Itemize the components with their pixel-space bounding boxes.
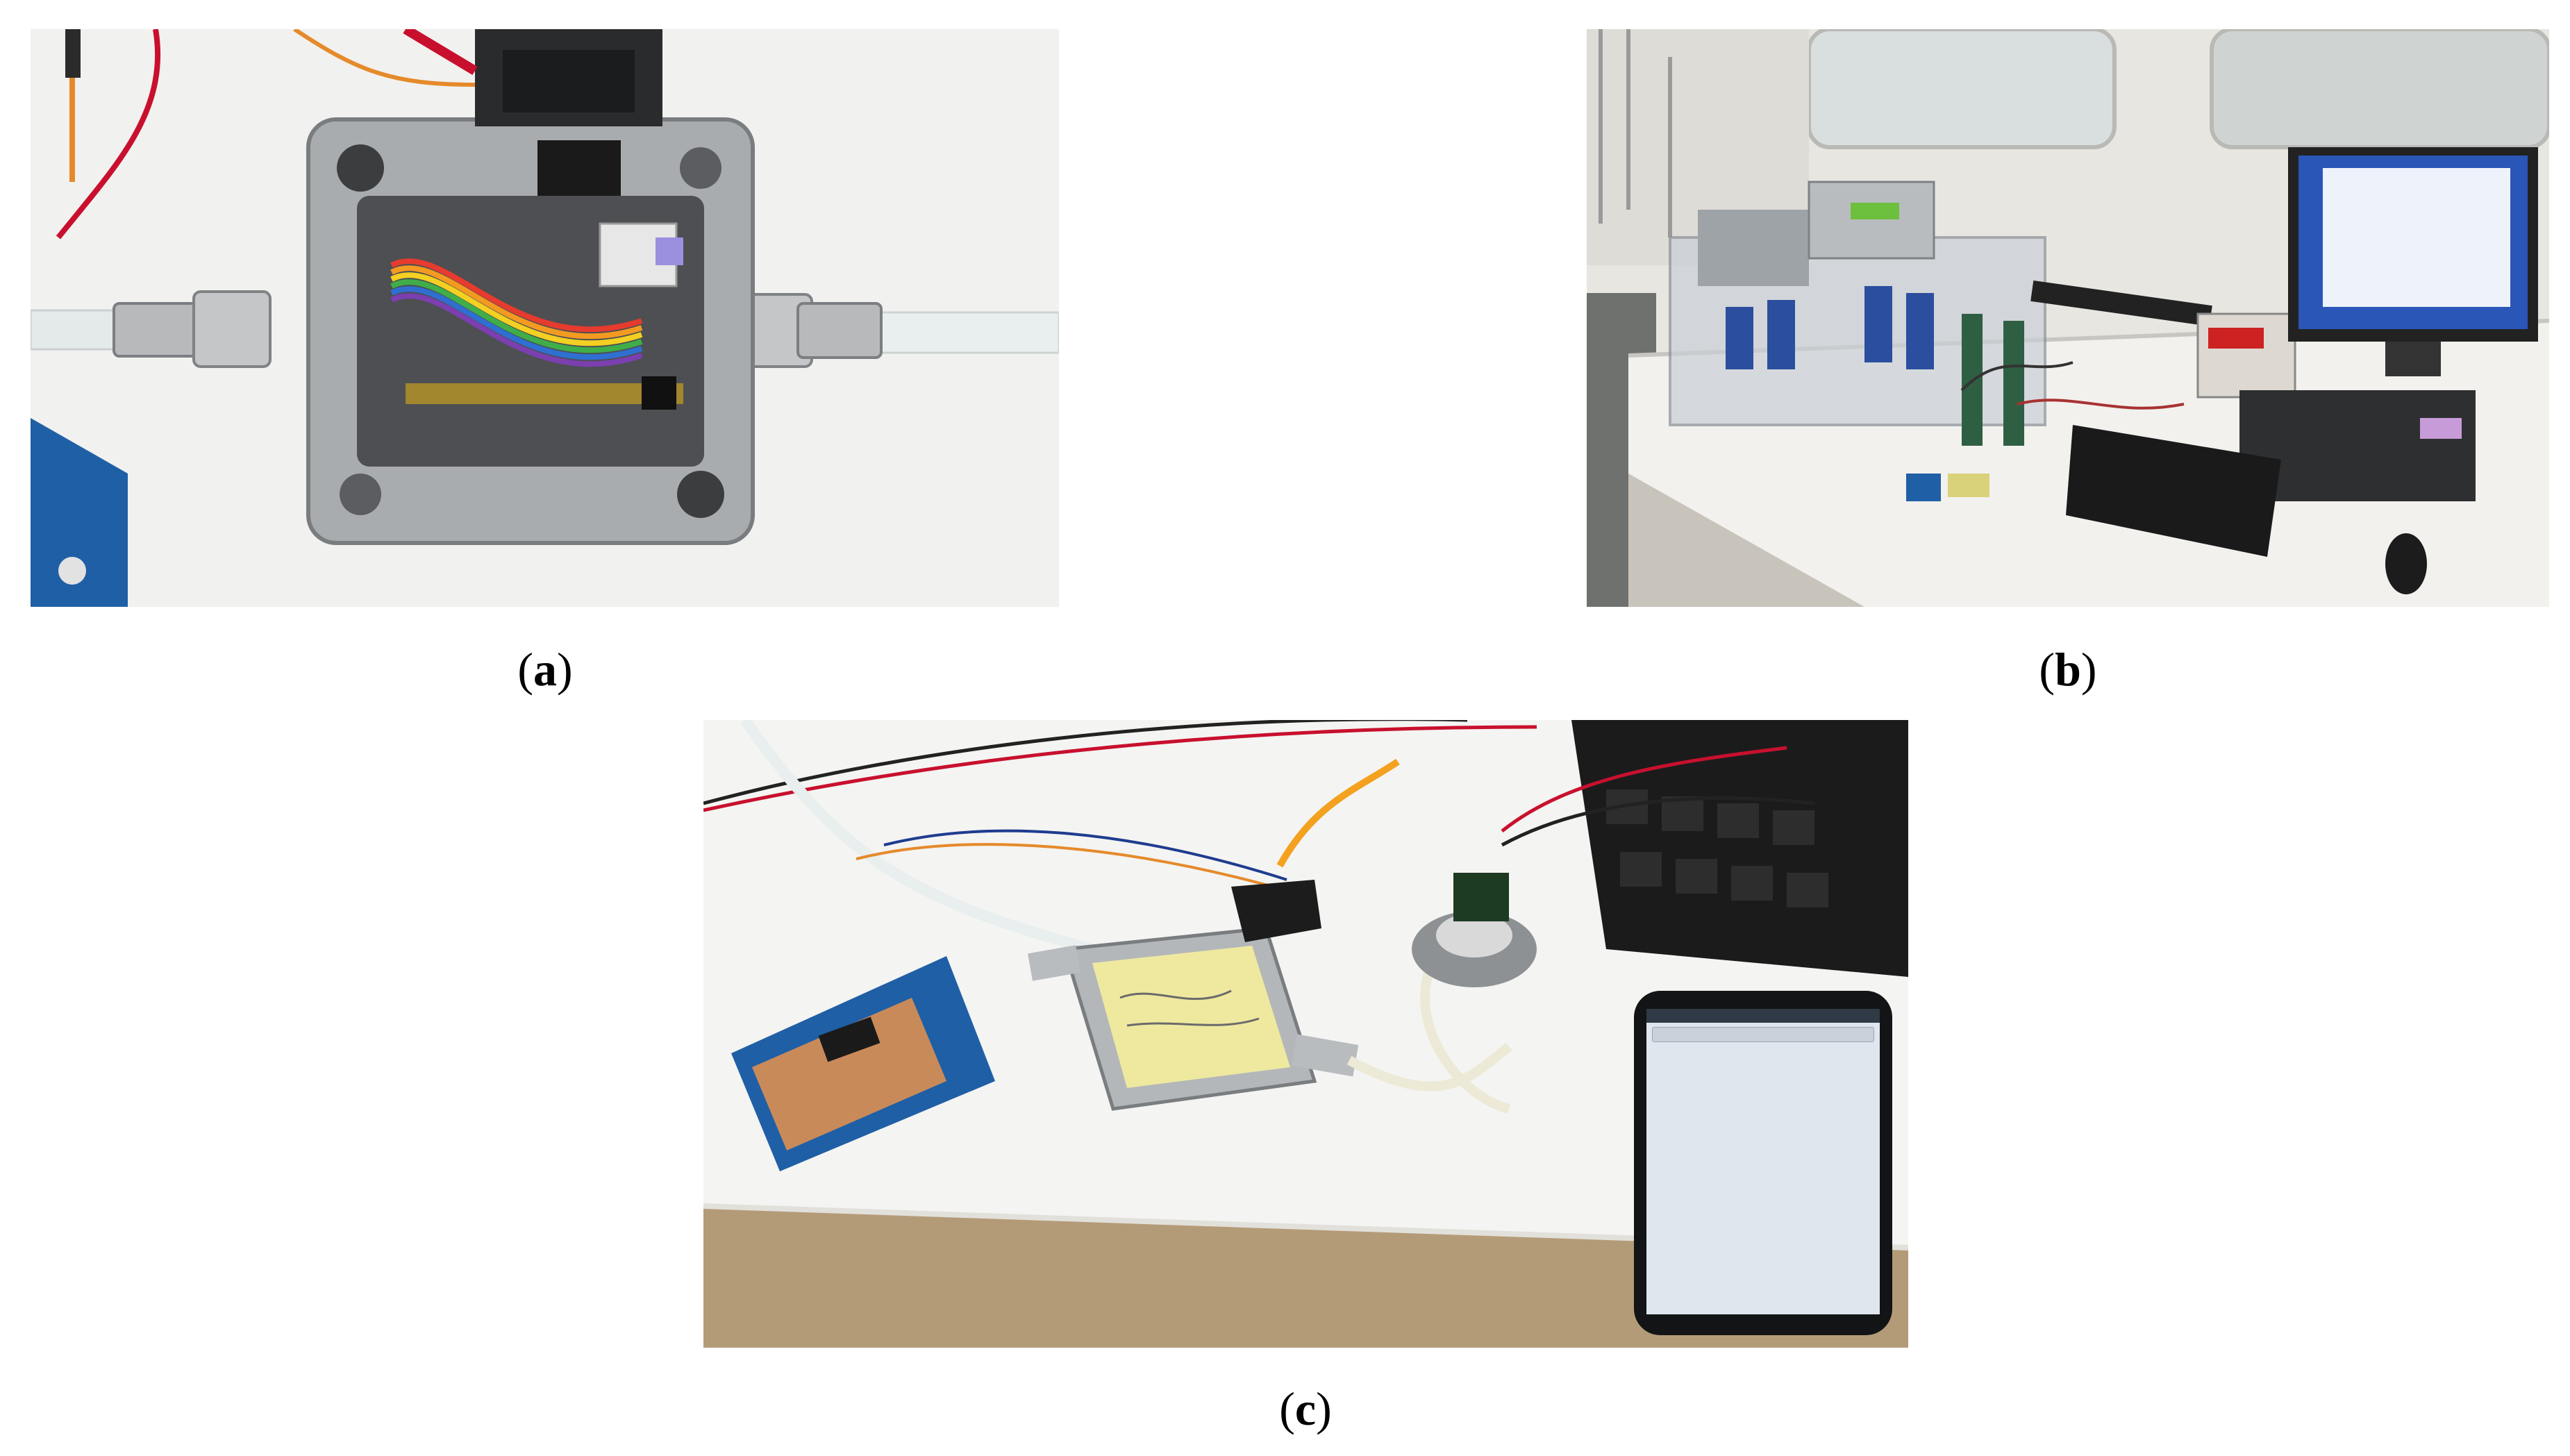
- photo-b-drawing: [1587, 29, 2549, 607]
- caption-a: (a): [517, 646, 572, 693]
- photo-lab-bench: [1587, 29, 2549, 607]
- caption-b: (b): [2039, 646, 2096, 693]
- photo-portable-setup: [703, 720, 1908, 1348]
- caption-a-open: (: [517, 643, 533, 696]
- caption-b-letter: b: [2055, 643, 2081, 696]
- photo-sensor-enclosure: [31, 29, 1059, 607]
- phone-app-bar: [1646, 1009, 1880, 1023]
- caption-c-close: ): [1316, 1382, 1332, 1435]
- photo-a-drawing: [31, 29, 1059, 607]
- caption-b-open: (: [2039, 643, 2055, 696]
- caption-c-open: (: [1279, 1382, 1295, 1435]
- caption-b-close: ): [2080, 643, 2097, 696]
- caption-a-letter: a: [533, 643, 557, 696]
- caption-c-letter: c: [1294, 1382, 1317, 1435]
- phone-data-log: [1646, 1046, 1880, 1049]
- phone-app-button: [1652, 1027, 1874, 1042]
- caption-c: (c): [1279, 1385, 1332, 1432]
- caption-a-close: ): [557, 643, 573, 696]
- phone-screen: [1646, 1009, 1880, 1314]
